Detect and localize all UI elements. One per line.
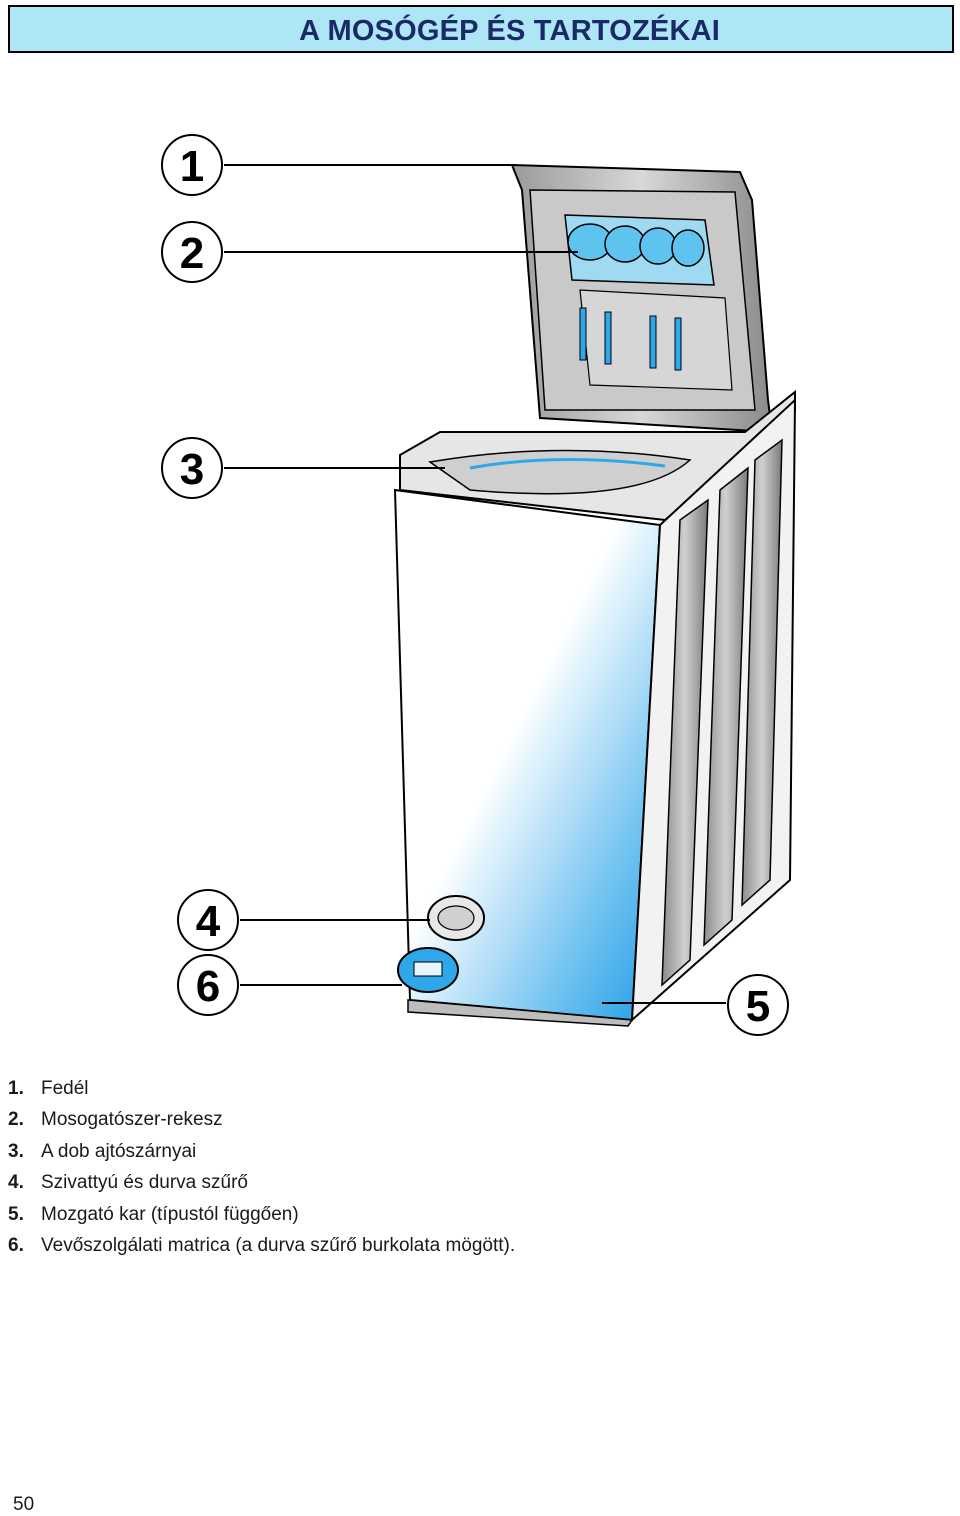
page-number: 50 <box>13 1494 35 1515</box>
legend-item-text: Vevőszolgálati matrica (a durva szűrő bu… <box>41 1235 516 1257</box>
service-sticker <box>397 947 459 993</box>
legend-item-number: 4. <box>8 1172 24 1194</box>
legend-item-number: 1. <box>8 1078 24 1099</box>
legend-item: 6. Vevőszolgálati matrica (a durva szűrő … <box>8 1230 515 1261</box>
front-panel <box>393 488 662 1022</box>
legend-item-text: Szivattyú és durva szűrő <box>41 1172 248 1194</box>
callout-5-label: 5 <box>746 982 770 1031</box>
pump-filter <box>427 895 485 941</box>
side-panel <box>630 397 797 1023</box>
legend-item: 1. Fedél <box>8 1073 515 1104</box>
legend-item-number: 6. <box>8 1235 24 1257</box>
legend-item: 5. Mozgató kar (típustól függően) <box>8 1199 515 1230</box>
base-plinth <box>407 999 634 1027</box>
callout-lines <box>224 164 726 1004</box>
detergent-dispenser <box>567 223 705 371</box>
washing-machine-illustration: 1 2 3 4 6 5 <box>161 134 797 1036</box>
legend-item-text: Mozgató kar (típustól függően) <box>41 1203 299 1225</box>
callout-6-label: 6 <box>196 962 220 1011</box>
page-title: A MOSÓGÉP ÉS TARTOZÉKAI <box>299 15 720 47</box>
callout-2-label: 2 <box>180 229 204 278</box>
legend-item-number: 2. <box>8 1109 24 1131</box>
callout-3-label: 3 <box>180 445 204 494</box>
title-bar: A MOSÓGÉP ÉS TARTOZÉKAI <box>8 5 954 53</box>
legend-item-text: Mosogatószer-rekesz <box>41 1109 223 1131</box>
callout-circles <box>161 134 789 1036</box>
callout-4-label: 4 <box>196 897 221 946</box>
legend-item-number: 5. <box>8 1203 24 1225</box>
legend-item-text: Fedél <box>41 1078 89 1099</box>
parts-legend: 1. Fedél 2. Mosogatószer-rekesz 3. A dob aj… <box>8 1073 515 1261</box>
legend-item: 3. A dob ajtószárnyai <box>8 1136 515 1167</box>
legend-item-number: 3. <box>8 1140 24 1162</box>
callout-1-label: 1 <box>180 142 204 191</box>
lid <box>510 163 774 434</box>
legend-item: 4. Szivattyú és durva szűrő <box>8 1167 515 1198</box>
legend-item-text: A dob ajtószárnyai <box>41 1140 197 1162</box>
legend-item: 2. Mosogatószer-rekesz <box>8 1104 515 1135</box>
